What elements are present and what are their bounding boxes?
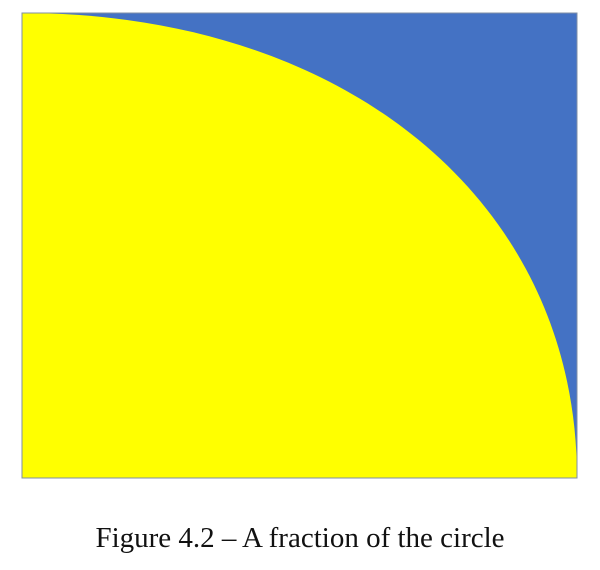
quarter-circle — [22, 13, 577, 478]
square-border — [21, 12, 578, 479]
quarter-circle-diagram — [21, 12, 578, 479]
figure-caption: Figure 4.2 – A fraction of the circle — [95, 522, 505, 554]
